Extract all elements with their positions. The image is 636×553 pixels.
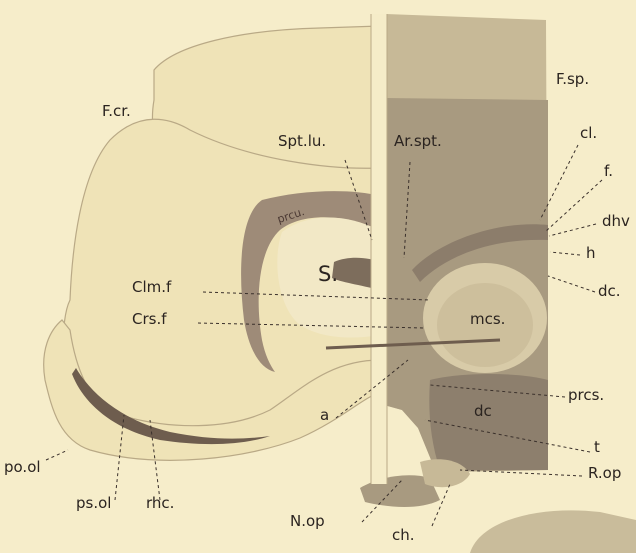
label-dc-right: dc. (598, 284, 621, 299)
label-f: f. (604, 164, 613, 179)
label-rop: R.op (588, 466, 621, 481)
label-cl: cl. (580, 126, 597, 141)
label-t: t (594, 440, 600, 455)
label-psol: ps.ol (76, 496, 111, 511)
label-fsp: F.sp. (556, 72, 589, 87)
label-ch: ch. (392, 528, 415, 543)
midline (371, 14, 387, 484)
label-arspt: Ar.spt. (394, 134, 442, 149)
label-nop: N.op (290, 514, 325, 529)
label-h: h (586, 246, 596, 261)
label-s: S. (318, 264, 338, 285)
label-mcs: mcs. (470, 312, 505, 327)
label-fcr: F.cr. (102, 104, 131, 119)
label-poo1: po.ol (4, 460, 41, 475)
label-prcs: prcs. (568, 388, 604, 403)
label-dhv: dhv (602, 214, 630, 229)
label-sptlu: Spt.lu. (278, 134, 326, 149)
lower-right-structure (470, 510, 636, 553)
label-rhc: rhc. (146, 496, 174, 511)
label-dc-lower: dc (474, 404, 492, 419)
label-crsf: Crs.f (132, 312, 167, 327)
dc-lower-mass (429, 374, 548, 470)
label-clmf: Clm.f (132, 280, 171, 295)
label-a: a (320, 408, 329, 423)
